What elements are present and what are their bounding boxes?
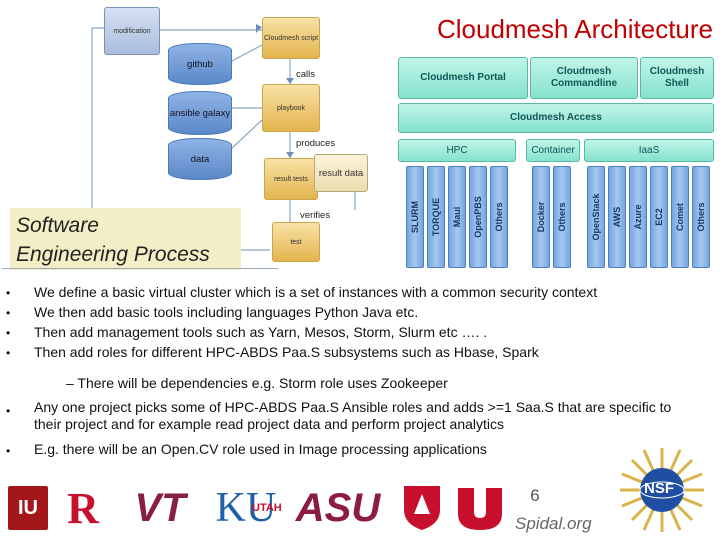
asu-logo: ASU bbox=[295, 485, 381, 530]
bullet-dot: • bbox=[6, 346, 11, 360]
utah-logo: UTAH bbox=[252, 484, 508, 532]
bullet-dot: • bbox=[6, 444, 11, 458]
bullet-dot: • bbox=[6, 286, 11, 300]
ansible-galaxy-cylinder: ansible galaxy bbox=[168, 91, 232, 135]
column-azure-label: Azure bbox=[633, 204, 643, 230]
column-docker: Docker bbox=[532, 166, 550, 268]
column-comet: Comet bbox=[671, 166, 689, 268]
ansible-galaxy-label: ansible galaxy bbox=[169, 107, 231, 119]
column-openstack: OpenStack bbox=[587, 166, 605, 268]
column-container-others: Others bbox=[553, 166, 571, 268]
bullet-dot: • bbox=[6, 306, 11, 320]
rutgers-logo: R bbox=[67, 483, 99, 533]
column-hpc-others: Others bbox=[490, 166, 508, 268]
column-torque-label: TORQUE bbox=[431, 197, 441, 237]
playbook-label: playbook bbox=[276, 104, 306, 112]
column-hpc-others-label: Others bbox=[494, 202, 504, 232]
bullet-dot: • bbox=[6, 404, 11, 418]
sub-bullet-item: – There will be dependencies e.g. Storm … bbox=[66, 375, 448, 391]
data-cylinder: data bbox=[168, 138, 232, 180]
cloudmesh-portal-box: Cloudmesh Portal bbox=[398, 57, 528, 99]
script-label: Cloudmesh script bbox=[263, 34, 319, 42]
result-data-label: result data bbox=[318, 167, 364, 179]
slide-title: Cloudmesh Architecture bbox=[436, 14, 713, 44]
cloudmesh-shell-box: Cloudmesh Shell bbox=[640, 57, 714, 99]
process-label-line1: Software bbox=[16, 214, 99, 237]
test-label: test bbox=[290, 238, 302, 246]
result-tests-label: result tests bbox=[274, 175, 308, 183]
modification-label: modification bbox=[113, 28, 151, 35]
process-label-line2: Engineering Process bbox=[16, 243, 210, 266]
cloudmesh-access-box: Cloudmesh Access bbox=[398, 103, 714, 133]
column-maui: Maui bbox=[448, 166, 466, 268]
divider-line bbox=[2, 268, 278, 269]
column-ec2-label: EC2 bbox=[654, 208, 664, 226]
column-azure: Azure bbox=[629, 166, 647, 268]
result-tests-node: result tests bbox=[264, 158, 318, 200]
nsf-logo-text: NSF bbox=[644, 480, 674, 497]
data-label: data bbox=[190, 153, 210, 165]
script-node: Cloudmesh script bbox=[262, 17, 320, 59]
github-label: github bbox=[187, 58, 213, 70]
cloudmesh-commandline-box: Cloudmesh Commandline bbox=[530, 57, 638, 99]
column-openstack-label: OpenStack bbox=[591, 193, 601, 241]
column-aws: AWS bbox=[608, 166, 626, 268]
container-layer-box: Container bbox=[526, 139, 580, 162]
result-data-node: result data bbox=[314, 154, 368, 192]
github-cylinder: github bbox=[168, 43, 232, 85]
bullet-item: Then add management tools such as Yarn, … bbox=[34, 324, 488, 340]
column-slurm-label: SLURM bbox=[410, 201, 420, 233]
produces-label: produces bbox=[296, 138, 336, 149]
playbook-node: playbook bbox=[262, 84, 320, 132]
calls-label: calls bbox=[296, 69, 316, 80]
test-node: test bbox=[272, 222, 320, 262]
nsf-seal-icon bbox=[620, 448, 704, 532]
iu-logo: IU bbox=[8, 486, 48, 530]
nsf-logo: NSF bbox=[614, 444, 710, 536]
column-docker-label: Docker bbox=[536, 201, 546, 233]
page-number: 6 bbox=[530, 486, 540, 505]
iaas-layer-box: IaaS bbox=[584, 139, 714, 162]
bullet-item: Any one project picks some of HPC-ABDS P… bbox=[34, 399, 672, 432]
bullet-item: We then add basic tools including langua… bbox=[34, 304, 419, 320]
modification-node: modification bbox=[104, 7, 160, 55]
bullet-dot: • bbox=[6, 326, 11, 340]
bullet-item: We define a basic virtual cluster which … bbox=[34, 284, 598, 300]
shield-icon bbox=[404, 486, 440, 530]
column-openpbs: OpenPBS bbox=[469, 166, 487, 268]
ku-logo: KU bbox=[215, 485, 277, 531]
column-slurm: SLURM bbox=[406, 166, 424, 268]
column-openpbs-label: OpenPBS bbox=[473, 196, 483, 238]
column-torque: TORQUE bbox=[427, 166, 445, 268]
block-u-icon bbox=[458, 488, 502, 530]
bullet-item: Then add roles for different HPC-ABDS Pa… bbox=[34, 344, 539, 360]
column-container-others-label: Others bbox=[557, 202, 567, 232]
column-iaas-others: Others bbox=[692, 166, 710, 268]
column-aws-label: AWS bbox=[612, 206, 622, 228]
hpc-layer-box: HPC bbox=[398, 139, 516, 162]
bullet-item: E.g. there will be an Open.CV role used … bbox=[34, 441, 487, 457]
vt-logo: VT bbox=[134, 485, 186, 530]
column-maui-label: Maui bbox=[452, 206, 462, 228]
software-engineering-process-label: Software Engineering Process bbox=[10, 208, 241, 270]
verifies-label: verifies bbox=[300, 210, 331, 221]
spidal-org-label: Spidal.org bbox=[515, 514, 592, 533]
utah-shield-logo bbox=[400, 484, 444, 532]
column-ec2: EC2 bbox=[650, 166, 668, 268]
column-comet-label: Comet bbox=[675, 202, 685, 232]
column-iaas-others-label: Others bbox=[696, 202, 706, 232]
utah-logo-text: UTAH bbox=[252, 502, 282, 514]
